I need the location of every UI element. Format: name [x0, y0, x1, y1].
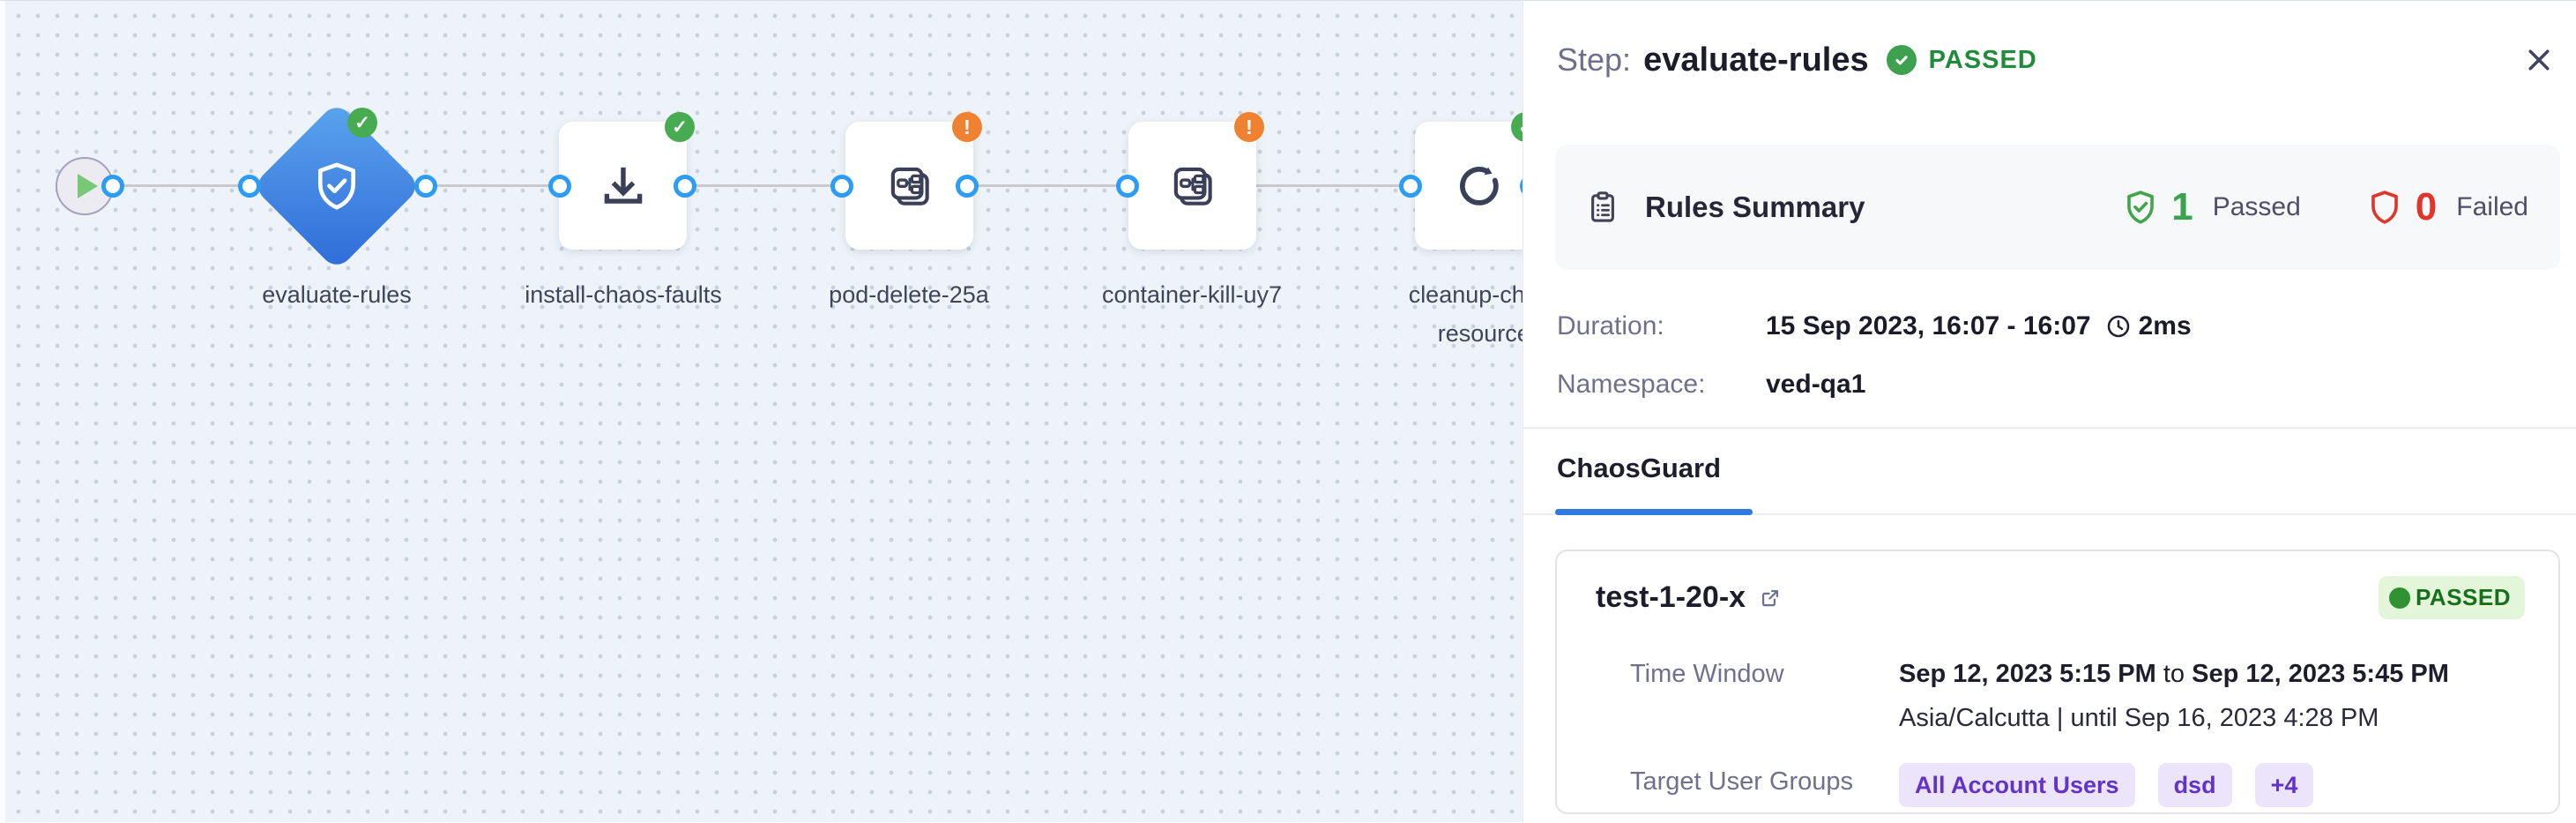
node-label-install-chaos-faults: install-chaos-faults: [525, 281, 722, 308]
time-start: Sep 12, 2023 5:15 PM: [1899, 660, 2156, 688]
rules-summary-box: Rules Summary 1 Passed 0 Failed: [1555, 145, 2560, 270]
namespace-value: ved-qa1: [1766, 370, 1866, 399]
duration-label: Duration:: [1557, 311, 1664, 340]
close-icon[interactable]: [2521, 42, 2557, 78]
status-badge-passed-icon: ✓: [347, 108, 377, 138]
user-group-more-pill[interactable]: +4: [2254, 763, 2314, 808]
panel-header: Step: evaluate-rules PASSED: [1557, 34, 2557, 86]
shield-passed-icon: [2120, 187, 2161, 228]
target-user-groups-label: Target User Groups: [1630, 767, 1854, 796]
passed-count-label: Passed: [2212, 192, 2301, 221]
time-window-row: Time Window Sep 12, 2023 5:15 PM to Sep …: [1630, 654, 2525, 738]
step-details-panel: Step: evaluate-rules PASSED Rules Summar…: [1523, 0, 2576, 822]
divider: [1523, 427, 2576, 429]
experiment-icon: [882, 159, 937, 213]
time-window-label: Time Window: [1630, 660, 1784, 688]
port: [1399, 175, 1422, 198]
target-user-groups-row: Target User Groups All Account Users dsd…: [1630, 761, 2525, 808]
step-name: evaluate-rules: [1643, 41, 1869, 79]
status-badge-warning-icon: !: [952, 112, 982, 142]
chaosguard-condition-card: test-1-20-x PASSED Time Window Sep 12, 2…: [1555, 550, 2560, 814]
node-evaluate-rules[interactable]: [251, 101, 422, 272]
step-status-text: PASSED: [1928, 45, 2037, 74]
port: [238, 175, 261, 198]
edge-start-evaluate: [113, 184, 249, 187]
play-icon: [78, 174, 98, 198]
status-dot: [2389, 587, 2410, 609]
duration-range: 15 Sep 2023, 16:07 - 16:07: [1766, 311, 2091, 340]
edge-container-cleanup: [1251, 184, 1411, 187]
target-user-groups-pills: All Account Users dsd +4: [1899, 763, 2525, 808]
edge-evaluate-install: [426, 184, 560, 187]
divider: [1523, 513, 2576, 515]
node-container-kill-uy7[interactable]: [1128, 122, 1256, 250]
timezone-line: Asia/Calcutta | until Sep 16, 2023 4:28 …: [1899, 704, 2379, 732]
shield-check-icon: [308, 157, 366, 215]
passed-check-icon: [1886, 45, 1917, 75]
edge-pod-container: [967, 184, 1128, 187]
condition-name: test-1-20-x: [1596, 580, 1746, 614]
node-pod-delete-25a[interactable]: [845, 122, 973, 250]
clipboard-icon: [1583, 188, 1622, 227]
canvas-left-edge: [0, 1, 5, 823]
node-start[interactable]: [56, 157, 114, 215]
passed-count: 1: [2171, 185, 2193, 228]
rules-summary-counts: 1 Passed 0 Failed: [2120, 185, 2528, 229]
external-link-icon[interactable]: [1758, 586, 1783, 610]
port: [414, 175, 437, 198]
failed-count-label: Failed: [2456, 192, 2528, 221]
port: [830, 175, 853, 198]
download-icon: [596, 159, 651, 213]
shield-failed-icon: [2364, 187, 2405, 228]
edge-install-pod: [685, 184, 842, 187]
port: [674, 175, 696, 198]
time-to: to: [2163, 660, 2185, 688]
port: [101, 175, 124, 198]
user-group-pill: All Account Users: [1899, 763, 2135, 808]
step-meta: Duration: 15 Sep 2023, 16:07 - 16:07 2ms…: [1557, 308, 2192, 403]
status-text: PASSED: [2416, 584, 2511, 610]
clock-icon: [2105, 313, 2132, 340]
duration-ms: 2ms: [2138, 311, 2192, 340]
port: [548, 175, 571, 198]
failed-count: 0: [2415, 185, 2438, 228]
experiment-icon: [1165, 159, 1220, 213]
node-label-pod-delete-25a: pod-delete-25a: [829, 281, 989, 308]
condition-status-badge: PASSED: [2379, 576, 2525, 619]
node-label-container-kill-uy7: container-kill-uy7: [1101, 281, 1283, 308]
status-badge-passed-icon: ✓: [665, 112, 695, 142]
rules-summary-title: Rules Summary: [1645, 191, 1865, 223]
status-badge-warning-icon: !: [1234, 112, 1264, 142]
card-rows: Time Window Sep 12, 2023 5:15 PM to Sep …: [1630, 654, 2525, 808]
port: [956, 175, 979, 198]
time-window-range: Sep 12, 2023 5:15 PM to Sep 12, 2023 5:4…: [1899, 654, 2525, 694]
active-tab-indicator: [1555, 509, 1753, 515]
duration-value: 15 Sep 2023, 16:07 - 16:07 2ms: [1766, 308, 2192, 345]
retry-icon: [1453, 160, 1506, 213]
step-label: Step:: [1557, 41, 1632, 78]
time-window-value: Sep 12, 2023 5:15 PM to Sep 12, 2023 5:4…: [1899, 654, 2525, 738]
user-group-pill: dsd: [2157, 763, 2232, 808]
card-title-row: test-1-20-x PASSED: [1596, 576, 2525, 619]
time-end: Sep 12, 2023 5:45 PM: [2192, 660, 2449, 688]
node-label-evaluate-rules: evaluate-rules: [262, 281, 412, 308]
tab-chaosguard[interactable]: ChaosGuard: [1557, 453, 1722, 483]
node-install-chaos-faults[interactable]: [559, 122, 687, 250]
namespace-label: Namespace:: [1557, 370, 1706, 399]
port: [1116, 175, 1139, 198]
